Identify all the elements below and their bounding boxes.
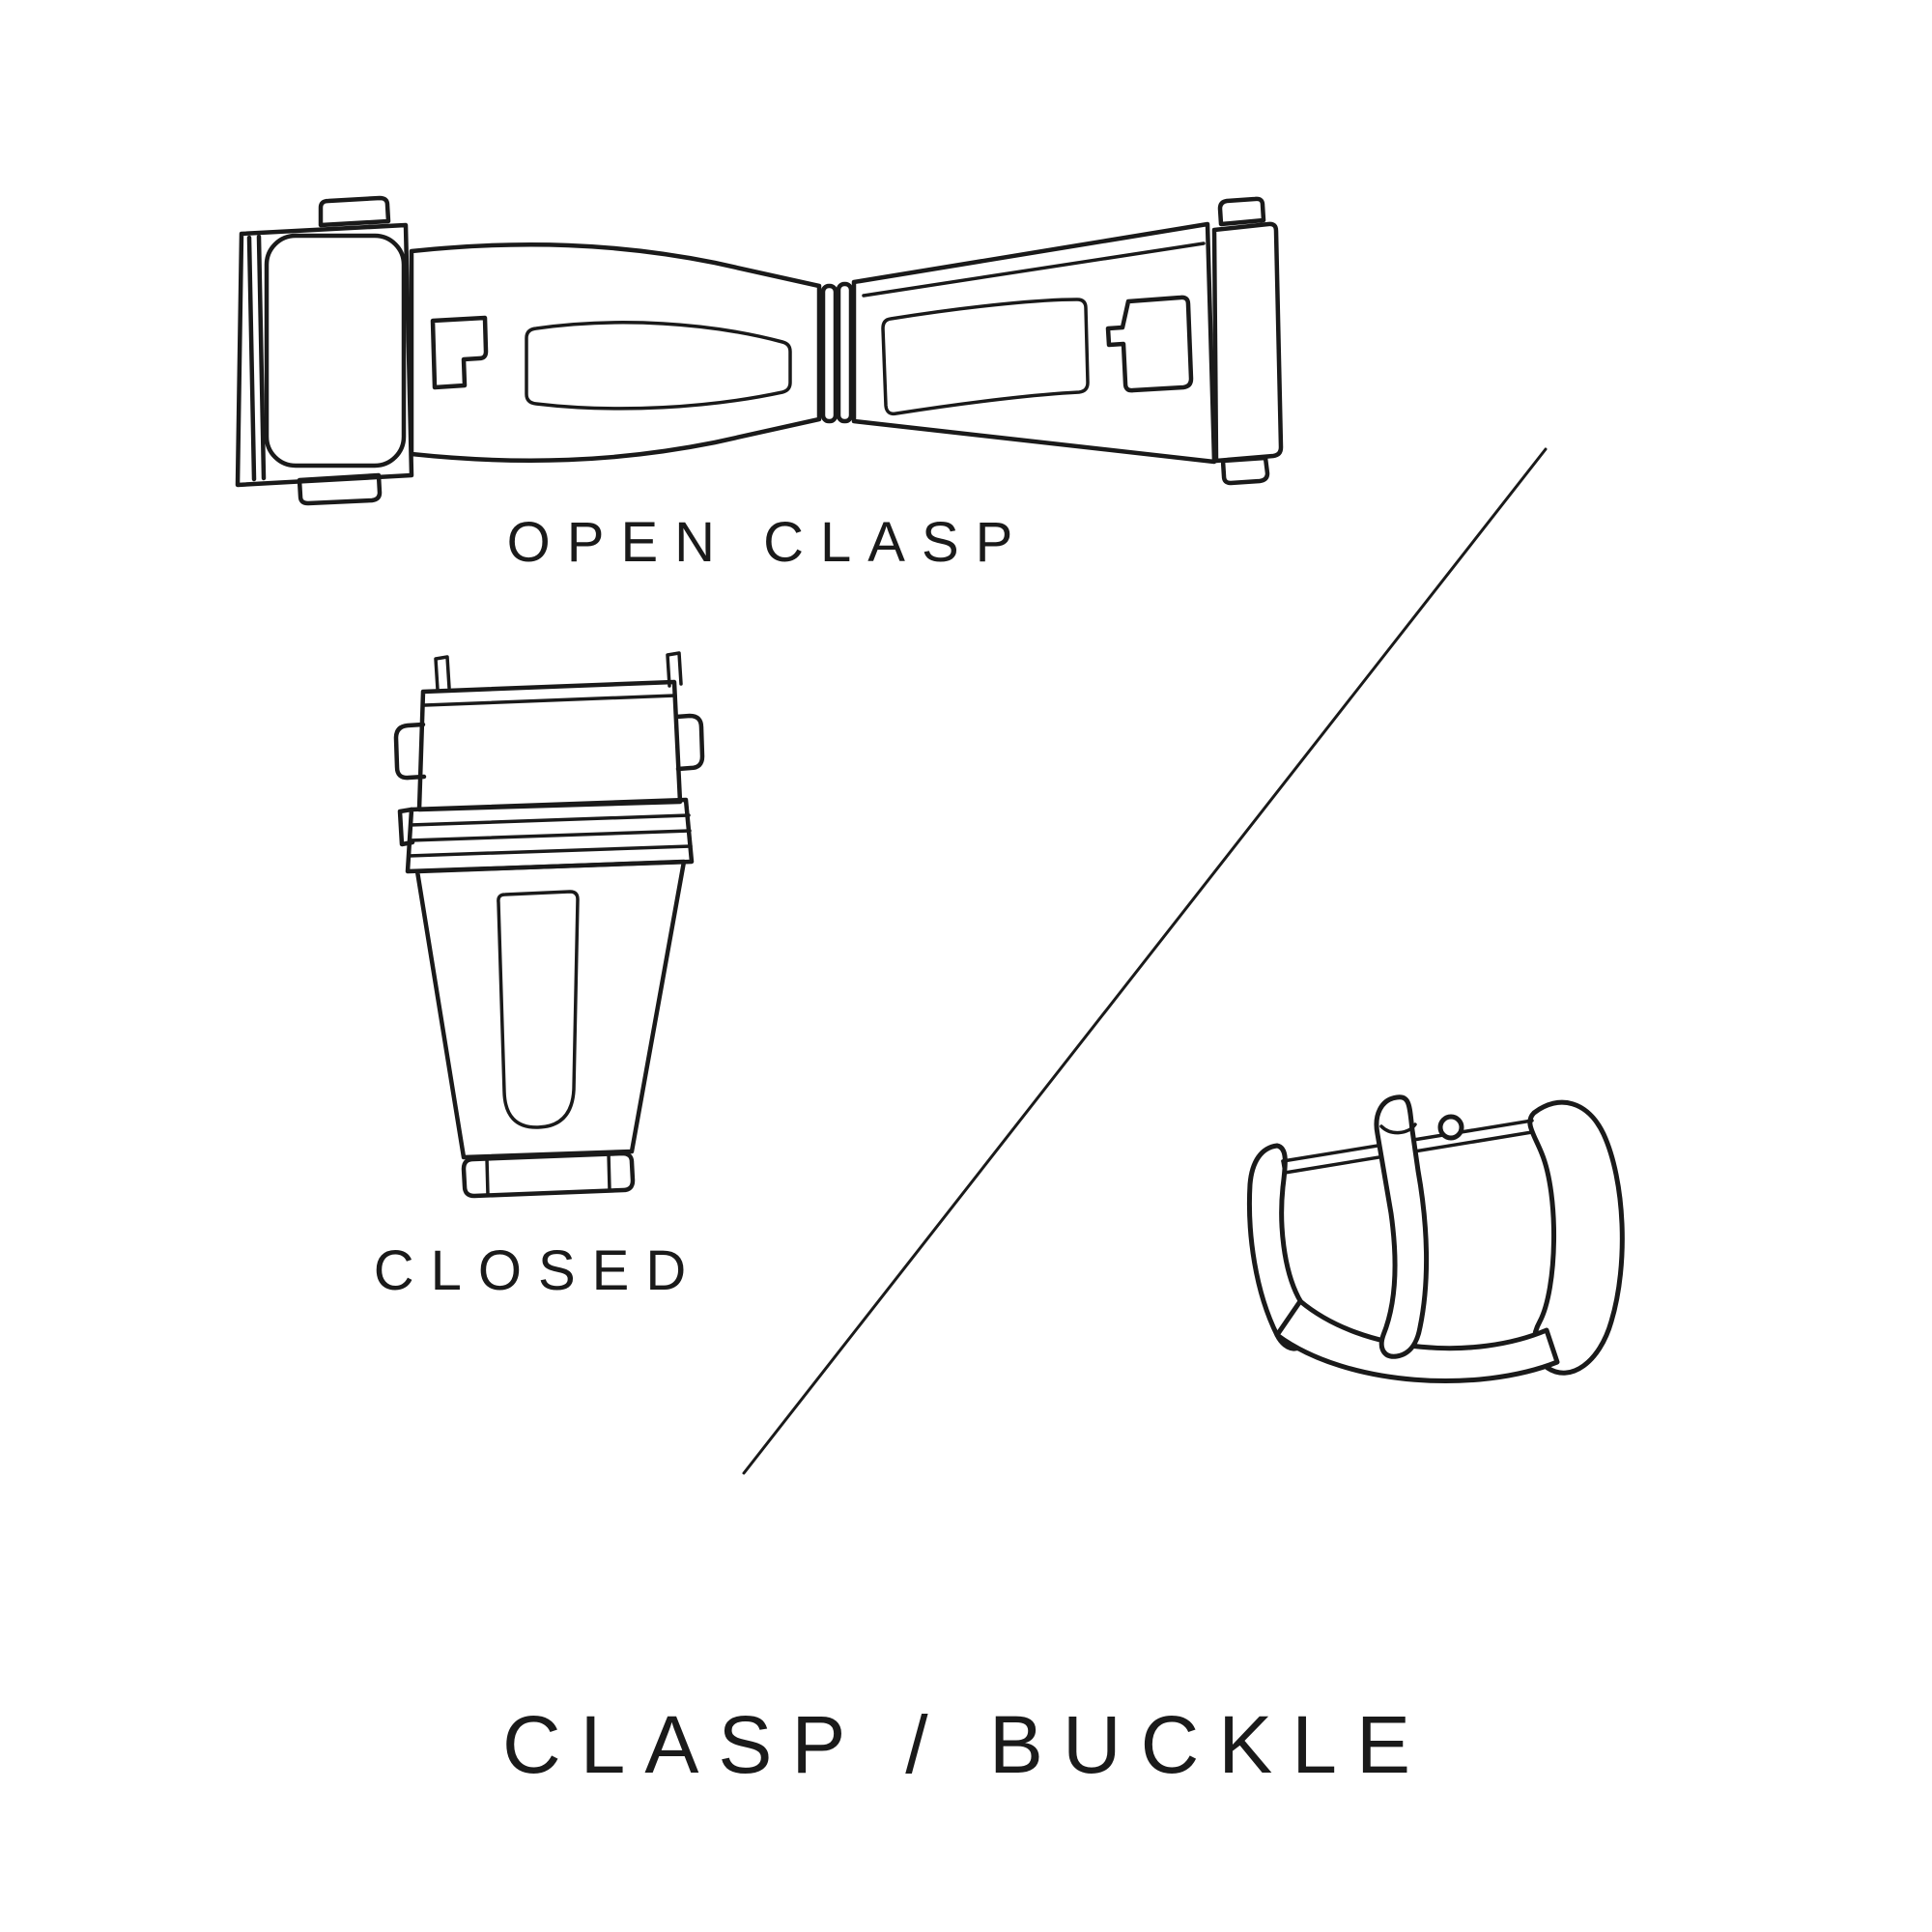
open-clasp-label: OPEN CLASP [506, 511, 1030, 574]
diagonal-divider-line [742, 447, 1548, 1475]
closed-clasp-label: CLOSED [373, 1239, 703, 1302]
closed-clasp-illustration-icon [393, 651, 705, 1199]
diagram-title: CLASP / BUCKLE [501, 1699, 1431, 1790]
buckle-illustration-icon [1246, 1094, 1625, 1384]
open-clasp-illustration-icon [235, 195, 1284, 506]
